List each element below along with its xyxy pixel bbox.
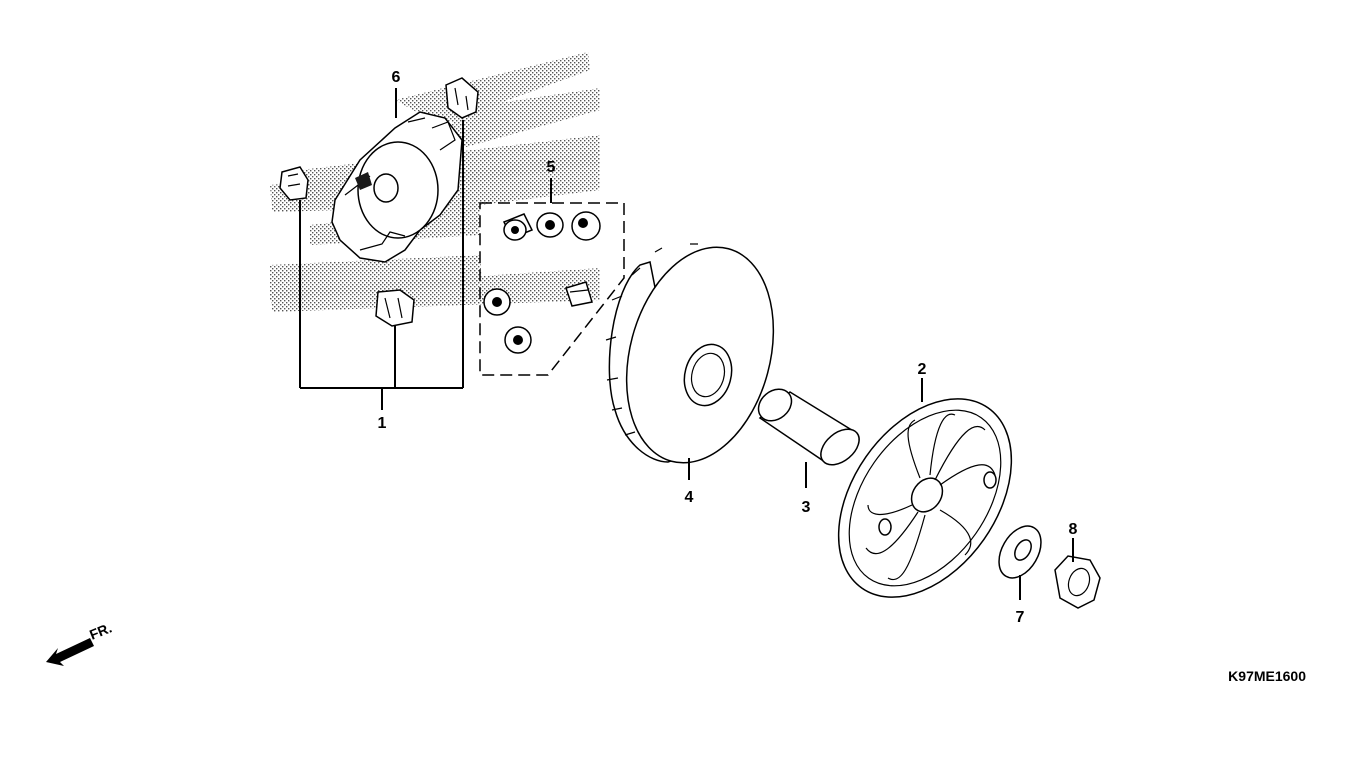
callout-7: 7 <box>1016 609 1025 626</box>
callout-8: 8 <box>1069 521 1078 538</box>
callout-bracket-1 <box>299 120 464 410</box>
roller <box>504 326 532 354</box>
roller <box>571 211 601 241</box>
front-direction-marker: FR. <box>46 619 114 666</box>
callout-labels: 1 2 3 4 5 6 7 8 <box>378 69 1078 626</box>
callout-6: 6 <box>392 69 401 86</box>
front-label: FR. <box>87 619 114 642</box>
callout-3: 3 <box>802 499 811 516</box>
washer-part-7[interactable] <box>990 519 1049 600</box>
fan-drive-face-part-2[interactable] <box>803 367 1047 630</box>
collar-part-3[interactable] <box>752 383 866 488</box>
nut-part-8[interactable] <box>1054 538 1101 609</box>
slider-pieces <box>279 77 479 327</box>
ramp-plate-part-6[interactable] <box>331 111 463 263</box>
callout-1: 1 <box>378 415 387 432</box>
callout-2: 2 <box>918 361 927 378</box>
drive-face-part-4[interactable] <box>604 231 796 480</box>
roller <box>565 281 593 307</box>
roller-set-part-5[interactable] <box>479 178 625 376</box>
roller <box>536 212 564 238</box>
front-arrow-icon <box>46 638 94 666</box>
callout-5: 5 <box>547 159 556 176</box>
roller <box>502 213 534 241</box>
callout-4: 4 <box>685 489 694 506</box>
drawing-code: K97ME1600 <box>1228 668 1306 684</box>
roller <box>483 288 511 316</box>
